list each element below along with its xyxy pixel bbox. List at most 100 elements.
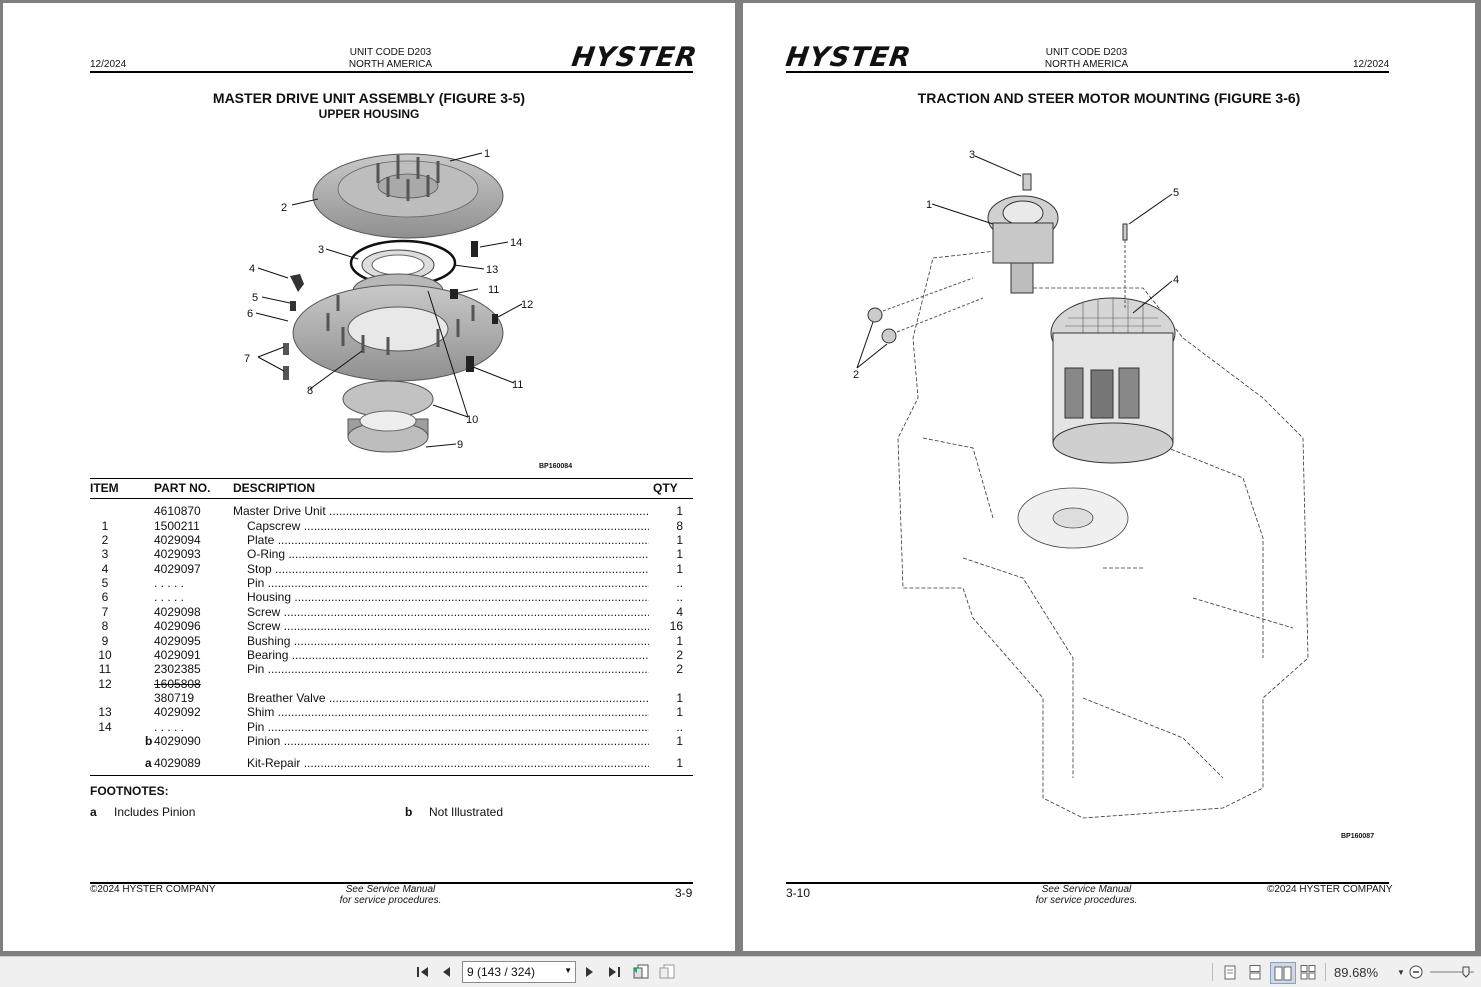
footnote-a-text: Includes Pinion — [114, 805, 196, 819]
table-row: 24029094Plate1 — [90, 533, 693, 547]
table-row: 6. . . . .Housing.. — [90, 590, 693, 604]
first-page-icon[interactable] — [414, 962, 432, 982]
footnote-marker: a — [145, 756, 152, 770]
svg-text:5: 5 — [252, 292, 258, 304]
next-page-icon[interactable] — [580, 962, 598, 982]
svg-text:9: 9 — [457, 439, 463, 451]
two-page-icon[interactable] — [1270, 962, 1296, 984]
footnote-b-text: Not Illustrated — [429, 805, 504, 819]
table-row: 112302385Pin2 — [90, 662, 693, 676]
col-header-part: PART NO. — [154, 481, 211, 495]
footnotes-title: FOOTNOTES: — [90, 784, 169, 798]
continuous-icon[interactable] — [1246, 962, 1264, 982]
region: NORTH AMERICA — [348, 59, 433, 70]
table-row: 104029091Bearing2 — [90, 648, 693, 662]
header-date: 12/2024 — [1353, 59, 1390, 70]
zoom-out-icon[interactable] — [1408, 962, 1424, 982]
page-selector-value: 9 (143 / 324) — [467, 965, 536, 979]
right-page: HYSTER UNIT CODE D203 NORTH AMERICA 12/2… — [743, 3, 1475, 951]
table-row: 44029097Stop1 — [90, 562, 693, 576]
footer-copyright: ©2024 HYSTER COMPANY — [90, 884, 216, 895]
footer-copyright: ©2024 HYSTER COMPANY — [1267, 884, 1393, 895]
viewer-toolbar: 9 (143 / 324) ▼ 89.68% ▼ — [0, 956, 1481, 987]
svg-text:14: 14 — [510, 237, 522, 249]
footnote-a-key: a — [90, 805, 97, 819]
svg-text:3: 3 — [969, 149, 975, 161]
previous-view-icon[interactable] — [631, 962, 651, 982]
motor-mounting-figure: 3 1 5 4 2 — [843, 138, 1323, 828]
superseded-part-number: 1605808 — [154, 677, 201, 691]
page-selector[interactable]: 9 (143 / 324) ▼ — [462, 961, 576, 983]
hyster-logo: HYSTER — [569, 42, 700, 73]
footer-note: See Service Manual for service procedure… — [1035, 884, 1138, 906]
svg-text:2: 2 — [281, 202, 287, 214]
svg-text:6: 6 — [247, 308, 253, 320]
header-date: 12/2024 — [90, 59, 127, 70]
svg-text:12: 12 — [521, 299, 533, 311]
unit-code: UNIT CODE D203 — [1045, 47, 1128, 58]
table-row: 5. . . . .Pin.. — [90, 576, 693, 590]
exploded-assembly-figure: 1 2 3 4 5 6 7 8 9 10 11 11 12 13 14 — [228, 141, 548, 461]
table-row: 14. . . . .Pin.. — [90, 720, 693, 734]
table-bottom-rule — [90, 775, 693, 776]
table-header-rule — [90, 498, 693, 499]
prev-page-icon[interactable] — [438, 962, 456, 982]
svg-text:11: 11 — [512, 379, 523, 391]
zoom-level[interactable]: 89.68% — [1334, 964, 1379, 980]
page-number: 3-10 — [786, 886, 811, 900]
svg-text:4: 4 — [1173, 274, 1179, 286]
figure-callouts: 3 1 5 4 2 — [853, 149, 1179, 381]
chevron-down-icon: ▼ — [564, 966, 572, 975]
col-header-desc: DESCRIPTION — [233, 481, 316, 495]
footer-rule — [90, 882, 693, 884]
figure-callouts: 1 2 3 4 5 6 7 8 9 10 11 11 12 13 14 — [244, 148, 533, 451]
two-page-continuous-icon[interactable] — [1299, 962, 1317, 982]
svg-text:11: 11 — [488, 284, 499, 296]
header-unit-code: UNIT CODE D203 NORTH AMERICA — [323, 47, 458, 71]
toolbar-divider — [1212, 963, 1213, 981]
col-header-qty: QTY — [653, 481, 678, 495]
svg-text:3: 3 — [318, 244, 324, 256]
header-rule — [786, 71, 1389, 73]
hyster-logo: HYSTER — [783, 42, 914, 73]
left-page: 12/2024 UNIT CODE D203 NORTH AMERICA HYS… — [3, 3, 735, 951]
unit-code: UNIT CODE D203 — [349, 47, 432, 58]
header-rule — [90, 71, 693, 73]
toolbar-divider — [1325, 963, 1326, 981]
region: NORTH AMERICA — [1044, 59, 1129, 70]
table-row: 11500211Capscrew8 — [90, 519, 693, 533]
page-number: 3-9 — [675, 886, 693, 900]
zoom-dropdown-icon[interactable]: ▼ — [1397, 967, 1405, 977]
table-top-rule — [90, 478, 693, 479]
single-page-icon[interactable] — [1221, 962, 1239, 982]
svg-text:13: 13 — [486, 264, 498, 276]
header-unit-code: UNIT CODE D203 NORTH AMERICA — [1019, 47, 1154, 71]
svg-text:10: 10 — [466, 414, 478, 426]
figure-code: BP160087 — [1341, 833, 1375, 840]
svg-text:1: 1 — [926, 199, 932, 211]
page-subtitle: UPPER HOUSING — [318, 107, 420, 121]
svg-text:2: 2 — [853, 369, 859, 381]
table-row: 84029096Screw16 — [90, 619, 693, 633]
table-row: b4029090Pinion1 — [90, 734, 693, 748]
footer-rule — [786, 882, 1389, 884]
footnote-b-key: b — [405, 805, 413, 819]
svg-text:4: 4 — [249, 263, 255, 275]
svg-text:7: 7 — [244, 353, 250, 365]
svg-text:5: 5 — [1173, 187, 1179, 199]
footer-note: See Service Manual for service procedure… — [339, 884, 442, 906]
last-page-icon[interactable] — [605, 962, 623, 982]
svg-text:8: 8 — [307, 385, 313, 397]
page-title: MASTER DRIVE UNIT ASSEMBLY (FIGURE 3-5) — [212, 90, 526, 106]
next-view-icon[interactable] — [657, 962, 677, 982]
table-row: 94029095Bushing1 — [90, 634, 693, 648]
figure-code: BP160084 — [539, 463, 573, 470]
table-row: 134029092Shim1 — [90, 705, 693, 719]
footnote-marker: b — [145, 734, 153, 748]
zoom-slider[interactable] — [1430, 962, 1474, 982]
